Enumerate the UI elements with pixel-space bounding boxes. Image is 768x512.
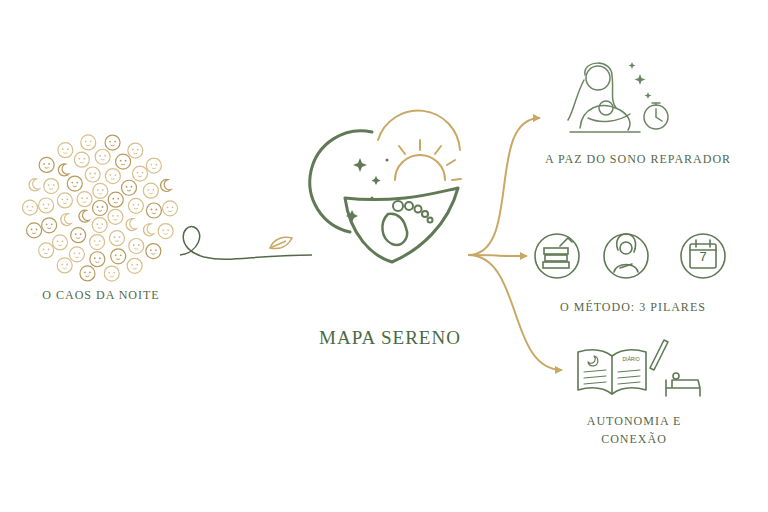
- baby-face: [58, 143, 73, 158]
- baby-face: [116, 154, 131, 169]
- baby-face: [81, 135, 96, 150]
- baby-face: [39, 157, 54, 172]
- baby-face: [44, 179, 59, 194]
- baby-face: [52, 235, 67, 250]
- baby-face: [74, 152, 89, 167]
- stage-node: A PAZ DO SONO REPARADOR: [540, 50, 736, 168]
- node-label: AUTONOMIA E CONEXÃO: [573, 412, 695, 448]
- baby-face: [105, 169, 120, 184]
- pillar-icons: [535, 234, 725, 278]
- baby-face: [127, 258, 142, 273]
- stage-node: O CAOS DA NOITE: [22, 138, 180, 304]
- mother-icon: [568, 62, 668, 132]
- baby-face: [90, 252, 105, 267]
- baby-face: [143, 183, 158, 198]
- baby-face: [128, 198, 143, 213]
- baby-face: [77, 192, 92, 207]
- baby-face: [57, 193, 72, 208]
- baby-face: [92, 218, 107, 233]
- baby-face: [105, 135, 120, 150]
- baby-face: [143, 224, 153, 236]
- baby-face: [109, 231, 124, 246]
- baby-face: [146, 158, 161, 173]
- baby-face: [162, 201, 177, 216]
- stage-node: MAPA SERENO: [312, 118, 468, 352]
- baby-face: [39, 198, 54, 213]
- baby-face: [90, 235, 105, 250]
- baby-face: [80, 266, 95, 281]
- baby-face: [158, 224, 173, 239]
- node-label: O CAOS DA NOITE: [42, 286, 159, 304]
- baby-face: [126, 219, 136, 231]
- flow-connector: [180, 227, 312, 260]
- baby-face: [67, 176, 82, 191]
- baby-face: [58, 164, 68, 176]
- baby-face: [79, 210, 89, 222]
- stage-node: AUTONOMIA E CONEXÃO: [562, 336, 706, 448]
- baby-face: [146, 244, 161, 259]
- autonomy-icons: [578, 340, 700, 396]
- icon-text: 7: [697, 250, 709, 263]
- flow-connector: [468, 255, 562, 370]
- baby-face: [57, 258, 72, 273]
- node-label: O MÉTODO: 3 PILARES: [560, 298, 706, 316]
- baby-face: [27, 223, 42, 238]
- baby-face: [128, 143, 143, 158]
- baby-face: [42, 218, 57, 233]
- logo: [310, 111, 461, 262]
- baby-face: [104, 266, 119, 281]
- node-label: A PAZ DO SONO REPARADOR: [545, 150, 731, 168]
- stage-node: O MÉTODO: 3 PILARES: [527, 228, 739, 316]
- baby-face: [71, 228, 86, 243]
- icon-text: DIÁRIO: [618, 357, 644, 362]
- baby-face: [108, 192, 123, 207]
- baby-face: [122, 180, 137, 195]
- baby-face: [129, 239, 144, 254]
- baby-face: [61, 214, 71, 226]
- baby-face: [69, 247, 84, 262]
- baby-face: [146, 203, 161, 218]
- baby-face: [85, 167, 100, 182]
- baby-face: [95, 149, 110, 164]
- baby-face: [133, 166, 148, 181]
- flow-connector: [468, 118, 540, 255]
- baby-face: [111, 249, 126, 264]
- baby-cluster: [23, 135, 178, 281]
- baby-face: [108, 209, 123, 224]
- node-label: MAPA SERENO: [319, 324, 461, 353]
- baby-face: [39, 243, 54, 258]
- baby-face: [29, 179, 39, 191]
- leaf: [270, 237, 292, 248]
- baby-face: [93, 183, 108, 198]
- baby-face: [23, 200, 38, 215]
- baby-face: [93, 201, 108, 216]
- baby-face: [161, 179, 171, 191]
